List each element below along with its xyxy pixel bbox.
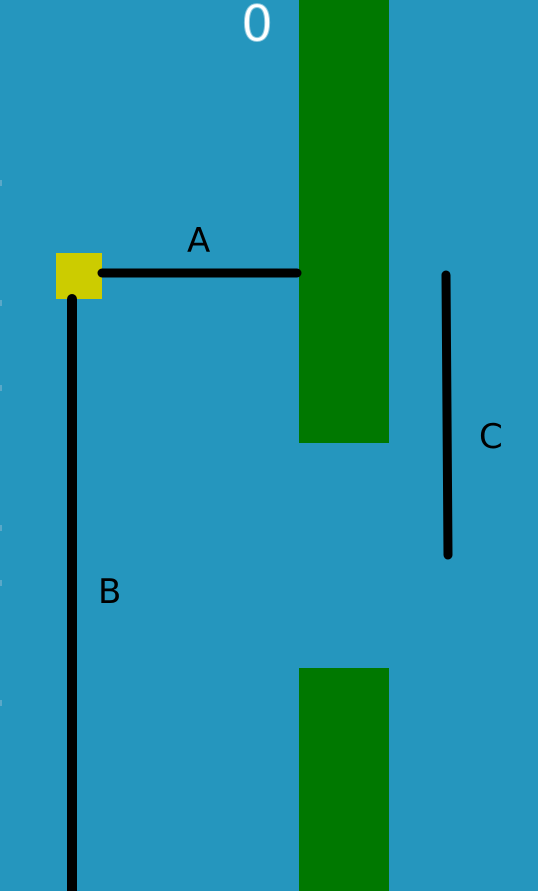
edge-tick — [0, 180, 2, 186]
edge-tick — [0, 700, 2, 706]
top-pipe — [299, 0, 389, 443]
annotation-label-a: A — [187, 221, 211, 261]
edge-tick — [0, 580, 2, 586]
score-counter: 0 — [241, 0, 274, 54]
annotation-label-c: C — [479, 417, 503, 457]
annotation-line-c — [441, 270, 453, 560]
edge-tick — [0, 300, 2, 306]
edge-tick — [0, 385, 2, 391]
annotation-label-b: B — [98, 572, 122, 612]
edge-tick — [0, 525, 2, 531]
bottom-pipe — [299, 668, 389, 891]
player-square — [56, 253, 102, 299]
